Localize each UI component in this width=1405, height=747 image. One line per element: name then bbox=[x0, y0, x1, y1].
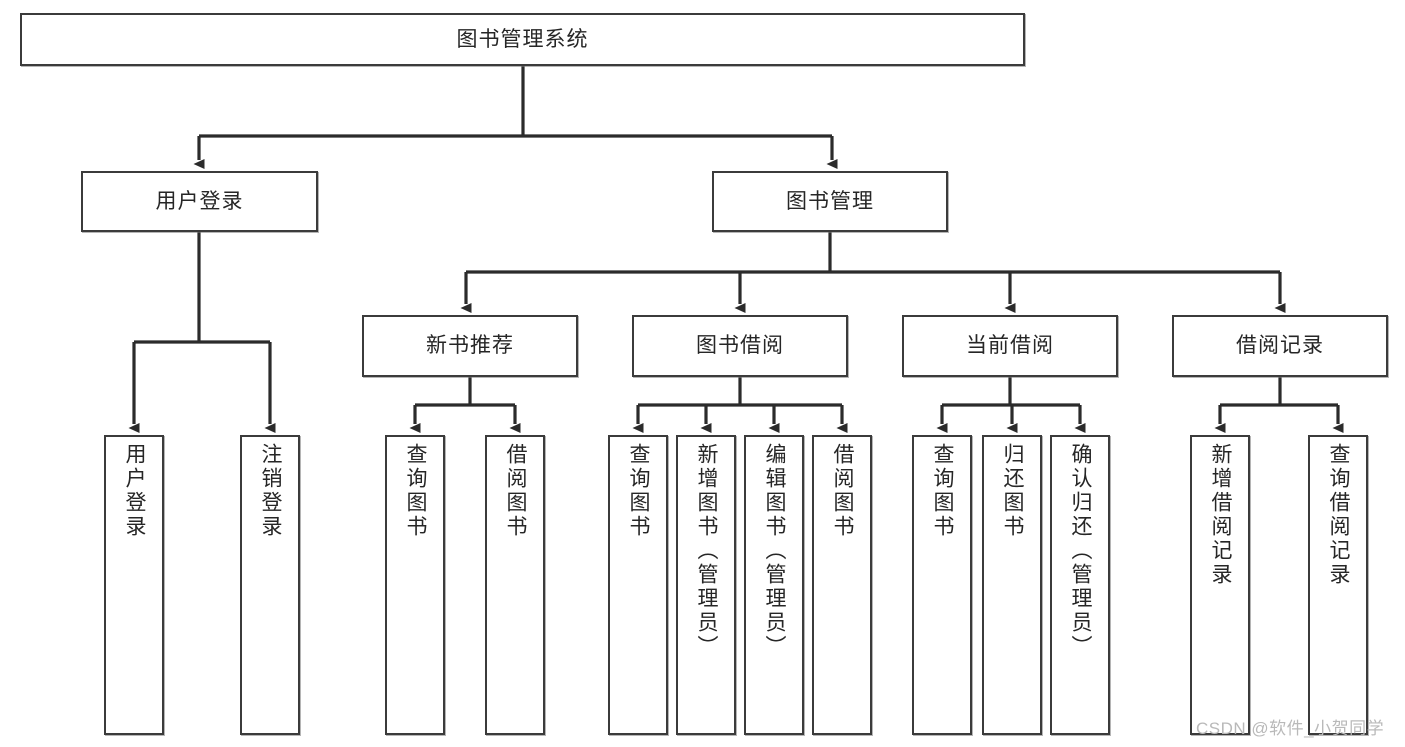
leaf-add-record-label: 新增借阅记录 bbox=[1209, 443, 1233, 587]
leaf-borrow-book-1-label: 借阅图书 bbox=[504, 443, 528, 539]
leaf-add-book[interactable]: 新增图书（管理员） bbox=[676, 435, 736, 735]
node-book-manage-label: 图书管理 bbox=[786, 189, 874, 213]
leaf-query-record-label: 查询借阅记录 bbox=[1327, 443, 1351, 587]
node-root[interactable]: 图书管理系统 bbox=[20, 13, 1025, 66]
leaf-borrow-book-2-label: 借阅图书 bbox=[831, 443, 855, 539]
node-book-manage[interactable]: 图书管理 bbox=[712, 171, 948, 232]
leaf-query-book-3[interactable]: 查询图书 bbox=[912, 435, 972, 735]
leaf-confirm-return[interactable]: 确认归还（管理员） bbox=[1050, 435, 1110, 735]
leaf-user-login[interactable]: 用户登录 bbox=[104, 435, 164, 735]
node-user-login[interactable]: 用户登录 bbox=[81, 171, 318, 232]
leaf-query-book-1[interactable]: 查询图书 bbox=[385, 435, 445, 735]
leaf-borrow-book-2[interactable]: 借阅图书 bbox=[812, 435, 872, 735]
leaf-query-record[interactable]: 查询借阅记录 bbox=[1308, 435, 1368, 735]
node-book-borrow-label: 图书借阅 bbox=[696, 334, 784, 358]
node-current-borrow[interactable]: 当前借阅 bbox=[902, 315, 1118, 377]
leaf-user-login-label: 用户登录 bbox=[123, 443, 147, 539]
leaf-add-record[interactable]: 新增借阅记录 bbox=[1190, 435, 1250, 735]
leaf-add-book-label: 新增图书（管理员） bbox=[695, 443, 719, 659]
node-borrow-record[interactable]: 借阅记录 bbox=[1172, 315, 1388, 377]
node-user-login-label: 用户登录 bbox=[155, 189, 244, 213]
leaf-logout[interactable]: 注销登录 bbox=[240, 435, 300, 735]
node-book-borrow[interactable]: 图书借阅 bbox=[632, 315, 848, 377]
leaf-borrow-book-1[interactable]: 借阅图书 bbox=[485, 435, 545, 735]
leaf-return-book-label: 归还图书 bbox=[1001, 443, 1025, 539]
watermark: CSDN @软件_小贺同学 bbox=[1196, 719, 1385, 738]
leaf-return-book[interactable]: 归还图书 bbox=[982, 435, 1042, 735]
leaf-edit-book[interactable]: 编辑图书（管理员） bbox=[744, 435, 804, 735]
node-root-label: 图书管理系统 bbox=[456, 27, 589, 51]
node-new-book-rec-label: 新书推荐 bbox=[426, 334, 514, 358]
leaf-query-book-1-label: 查询图书 bbox=[404, 443, 428, 539]
node-borrow-record-label: 借阅记录 bbox=[1236, 334, 1324, 358]
node-new-book-rec[interactable]: 新书推荐 bbox=[362, 315, 578, 377]
leaf-confirm-return-label: 确认归还（管理员） bbox=[1069, 443, 1093, 659]
leaf-edit-book-label: 编辑图书（管理员） bbox=[763, 443, 787, 659]
leaf-query-book-2[interactable]: 查询图书 bbox=[608, 435, 668, 735]
leaf-logout-label: 注销登录 bbox=[259, 443, 283, 539]
leaf-query-book-2-label: 查询图书 bbox=[627, 443, 651, 539]
leaf-query-book-3-label: 查询图书 bbox=[931, 443, 955, 539]
node-current-borrow-label: 当前借阅 bbox=[966, 334, 1054, 358]
